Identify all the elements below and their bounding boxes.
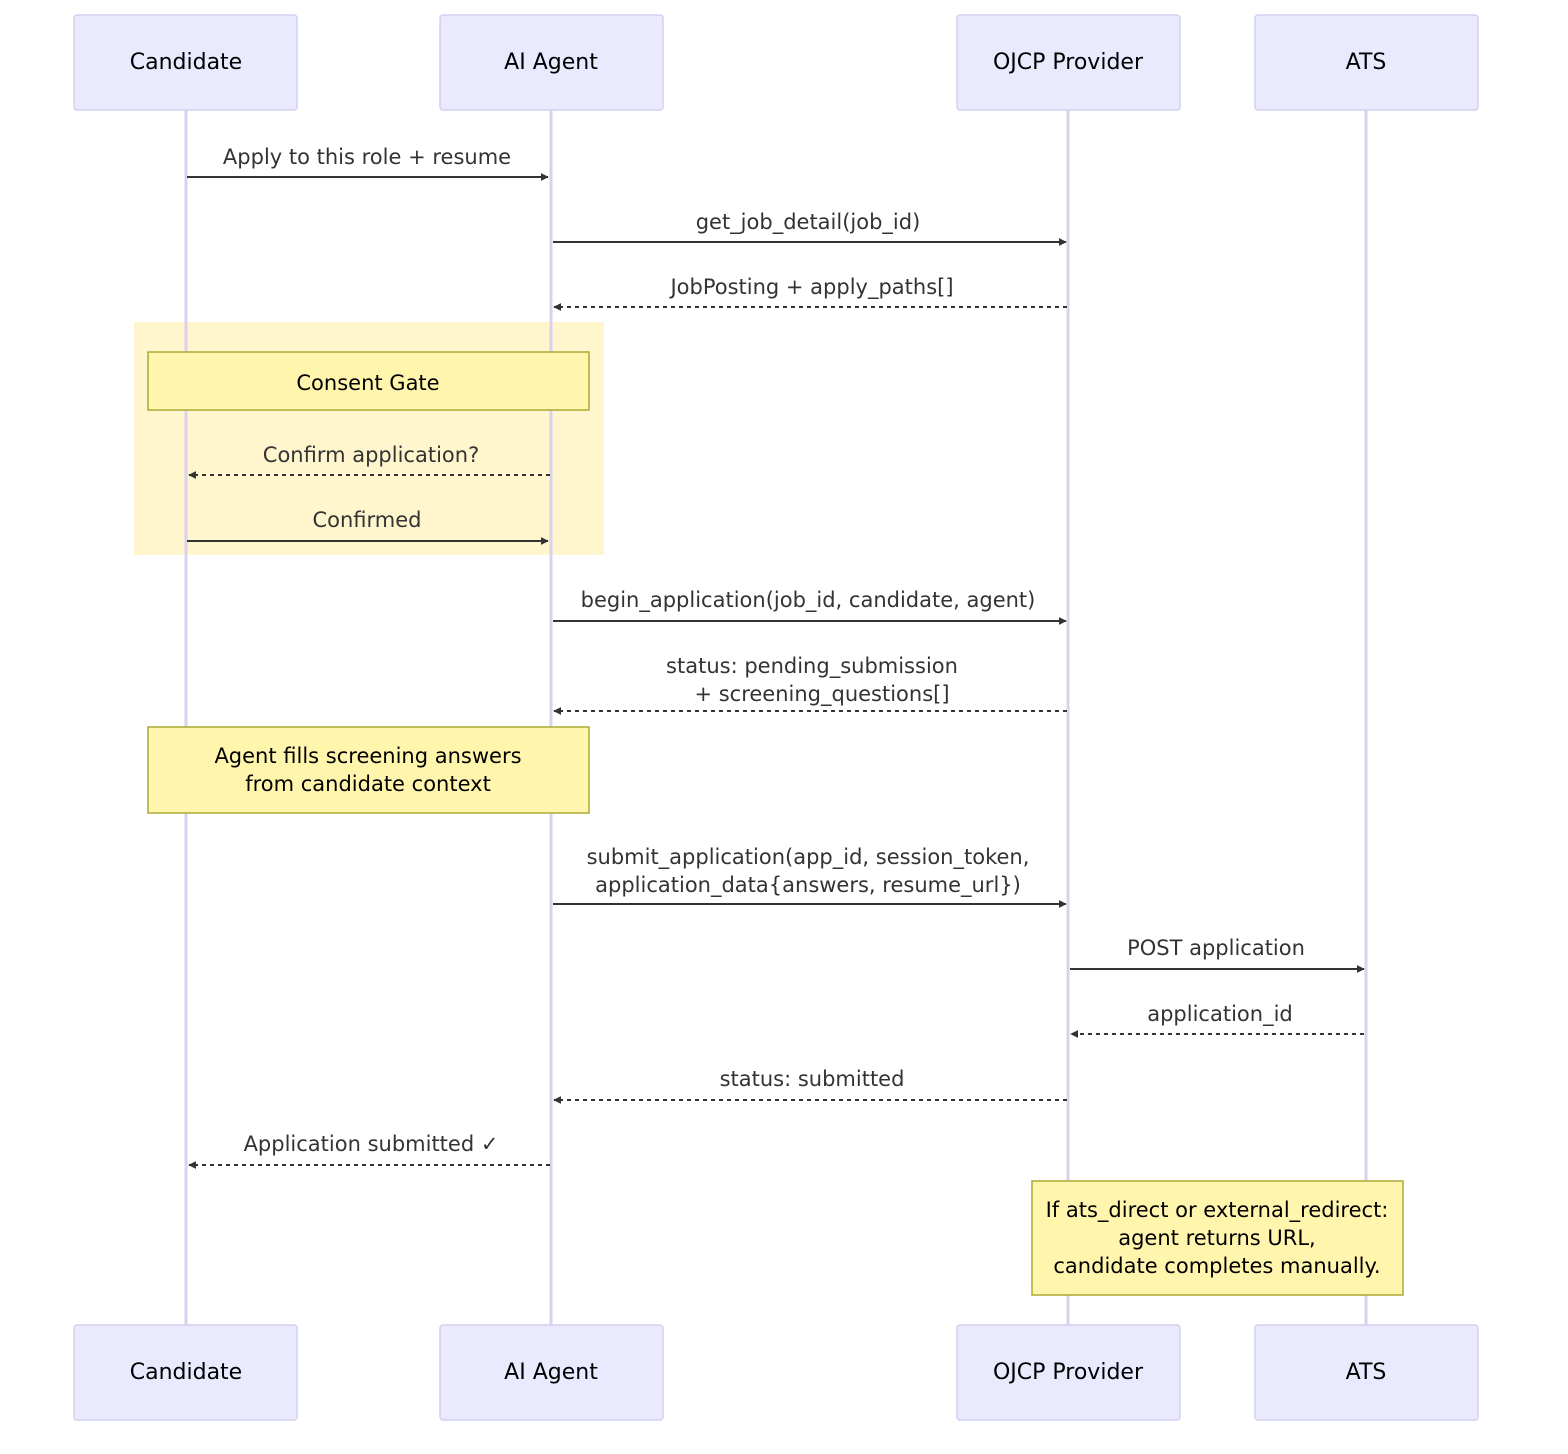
actor-ats-bottom: ATS (1254, 1324, 1479, 1421)
message-label: JobPosting + apply_paths[] (668, 275, 953, 300)
message-submit-application: submit_application(app_id, session_token… (553, 845, 1067, 908)
message-label: status: submitted (720, 1067, 905, 1091)
message-application-id: application_id (1070, 1002, 1364, 1038)
message-post-application: POST application (1070, 936, 1365, 973)
message-label: Apply to this role + resume (223, 145, 511, 169)
note-line: Consent Gate (296, 371, 439, 395)
message-label: application_id (1147, 1002, 1293, 1027)
actor-label: Candidate (130, 50, 242, 75)
actor-agent-top: AI Agent (439, 14, 664, 111)
message-label: status: pending_submission (666, 654, 958, 679)
actor-label: AI Agent (504, 1360, 598, 1385)
message-get-job-detail: get_job_detail(job_id) (553, 210, 1067, 246)
message-status-submitted: status: submitted (553, 1067, 1067, 1104)
note-line: from candidate context (245, 772, 491, 796)
note-consent-gate: Consent Gate (147, 351, 590, 411)
actor-ats-top: ATS (1254, 14, 1479, 111)
message-begin-application: begin_application(job_id, candidate, age… (553, 588, 1067, 625)
actor-candidate-bottom: Candidate (73, 1324, 298, 1421)
actor-label: ATS (1346, 50, 1387, 75)
message-confirm-application: Confirm application? (188, 443, 550, 479)
actor-candidate-top: Candidate (73, 14, 298, 111)
actor-label: AI Agent (504, 50, 598, 75)
message-label: application_data{answers, resume_url}) (595, 873, 1021, 898)
actor-agent-bottom: AI Agent (439, 1324, 664, 1421)
note-redirect-fallback: If ats_direct or external_redirect: agen… (1031, 1180, 1404, 1296)
message-application-submitted: Application submitted ✓ (188, 1132, 550, 1169)
note-line: Agent fills screening answers (214, 744, 521, 768)
note-line: If ats_direct or external_redirect: (1046, 1198, 1389, 1223)
message-job-posting-response: JobPosting + apply_paths[] (553, 275, 1067, 311)
actor-label: OJCP Provider (993, 1360, 1144, 1385)
note-line: candidate completes manually. (1053, 1254, 1380, 1278)
actor-provider-top: OJCP Provider (956, 14, 1181, 111)
actor-label: Candidate (130, 1360, 242, 1385)
note-agent-fills-answers: Agent fills screening answers from candi… (147, 726, 590, 814)
message-label: Confirm application? (263, 443, 479, 467)
actor-label: OJCP Provider (993, 50, 1144, 75)
message-label: begin_application(job_id, candidate, age… (581, 588, 1036, 613)
message-label: Application submitted ✓ (244, 1132, 499, 1156)
message-confirmed: Confirmed (187, 508, 549, 545)
message-label: get_job_detail(job_id) (696, 210, 921, 235)
actor-label: ATS (1346, 1360, 1387, 1385)
note-line: agent returns URL, (1118, 1226, 1316, 1250)
message-apply-request: Apply to this role + resume (187, 145, 549, 181)
message-label: POST application (1127, 936, 1305, 960)
actor-provider-bottom: OJCP Provider (956, 1324, 1181, 1421)
message-pending-submission: status: pending_submission + screening_q… (553, 654, 1067, 715)
message-label: submit_application(app_id, session_token… (587, 845, 1030, 870)
message-label: Confirmed (312, 508, 421, 532)
message-label: + screening_questions[] (694, 682, 949, 707)
